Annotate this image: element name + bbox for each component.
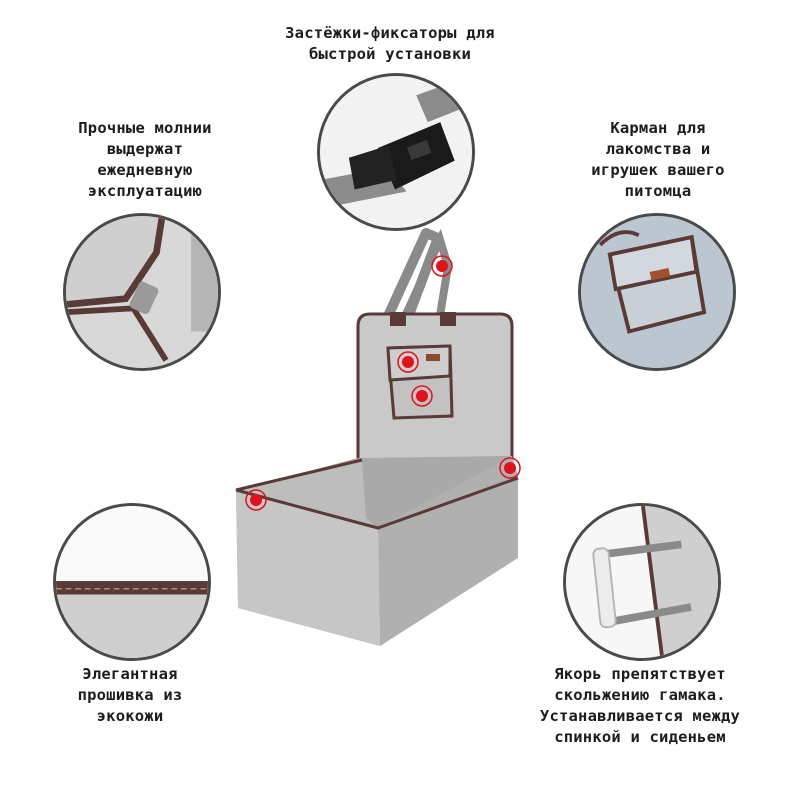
zipper-detail-image (66, 216, 218, 368)
label-zippers: Прочные молнии выдержат ежедневную экспл… (78, 119, 212, 200)
pet-car-seat-product-image (235, 228, 521, 646)
hotspot-pocket-icon[interactable] (416, 390, 428, 402)
hotspot-anchor-icon[interactable] (504, 462, 516, 474)
label-pocket: Карман для лакомства и игрушек вашего пи… (591, 119, 725, 200)
detail-circle-anchor (563, 503, 721, 661)
label-stitching: Элегантная прошивка из экокожи (77, 665, 183, 725)
hotspot-pocket-flap-icon[interactable] (402, 356, 414, 368)
label-anchor: Якорь препятствует скольжению гамака. Ус… (539, 665, 741, 746)
label-buckles: Застёжки-фиксаторы для быстрой установки (285, 24, 495, 63)
anchor-detail-image (566, 506, 718, 658)
detail-circle-zipper (63, 213, 221, 371)
hotspot-buckle-icon[interactable] (436, 260, 448, 272)
detail-circle-buckle (317, 73, 475, 231)
stitching-detail-image (56, 506, 208, 658)
pocket-detail-image (581, 216, 733, 368)
hotspot-stitching-icon[interactable] (250, 494, 262, 506)
buckle-detail-image (320, 76, 472, 228)
detail-circle-stitching (53, 503, 211, 661)
detail-circle-pocket (578, 213, 736, 371)
